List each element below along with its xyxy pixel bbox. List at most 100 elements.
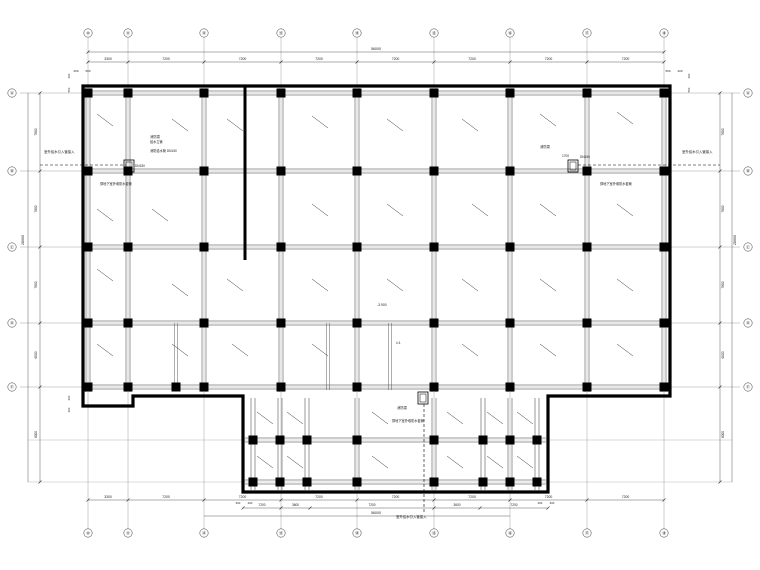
right-axis-label-0-circle (743, 88, 753, 98)
bottom-seg-dim-3: 7200 (315, 495, 323, 499)
wall-note-left: 穿地下室外墙防水套管 (100, 181, 132, 186)
right-axis-label-3-circle (743, 318, 753, 328)
left-seg-dim-1: 7800 (34, 205, 38, 212)
top-axis-label-1-circle (123, 28, 133, 38)
pump-label-right: 消防泵 (540, 144, 551, 149)
column-4-5 (429, 382, 439, 392)
slab-arrow-10 (311, 203, 329, 217)
bottom-seg-tick-6 (508, 498, 512, 502)
slab-arrow-37 (286, 455, 304, 469)
level-mark: -3.900 (377, 303, 387, 307)
dn-left: DN150 (135, 164, 145, 168)
column-0-8 (659, 88, 669, 98)
column-1-8 (659, 166, 669, 176)
left-note: 室外给水引入管接入 (44, 149, 75, 154)
left-seg-tick-3 (38, 321, 42, 325)
bottom-axis-label-0: ⑩ (86, 530, 90, 535)
right-axis-label-1-circle (743, 166, 753, 176)
column-0-7 (582, 88, 592, 98)
column-b-1-6 (505, 477, 515, 487)
bottom-seg-tick-7 (585, 498, 589, 502)
bottom-axis-label-7: ⑰ (585, 529, 589, 535)
top-axis-label-7-circle (582, 28, 592, 38)
column-1-7 (582, 166, 592, 176)
left-small-1: 500 (67, 87, 71, 92)
right-axis-label-2: Ⓒ (746, 243, 750, 249)
top-seg-dim-3: 7200 (315, 57, 323, 61)
top-axis-label-7: ⑰ (585, 29, 589, 35)
columns (83, 88, 669, 487)
right-seg-tick-5 (718, 480, 722, 484)
right-axis-label-4-circle (743, 382, 753, 392)
column-4-0 (83, 382, 93, 392)
slab-arrow-36 (256, 455, 274, 469)
left-seg-tick-5 (38, 480, 42, 484)
slab-arrow-2 (226, 118, 244, 132)
column-4-2 (199, 382, 209, 392)
bottom-inner-dim-4: 7200 (510, 503, 517, 507)
column-b-0-4 (429, 435, 439, 445)
column-3-1 (123, 318, 133, 328)
left-seg-dim-4: 6000 (34, 431, 38, 438)
column-0-2 (199, 88, 209, 98)
bottom-axis-label-4-circle (352, 528, 362, 538)
slab-arrow-26 (311, 343, 329, 357)
slab-arrow-0 (96, 113, 114, 127)
pump-room-right (567, 159, 579, 173)
column-2-1 (123, 242, 133, 252)
slab-arrow-7 (616, 111, 634, 125)
slab-arrow-4 (386, 118, 404, 132)
column-4-7 (582, 382, 592, 392)
bottom-axis-label-0-circle (83, 528, 93, 538)
slab-arrow-28 (539, 343, 557, 357)
left-axis-label-4: Ⓔ (10, 383, 14, 389)
slab-arrow-29 (616, 343, 634, 357)
slab-arrow-1 (171, 118, 189, 132)
column-0-0 (83, 88, 93, 98)
bottom-axis-label-8: ⑱ (662, 529, 666, 535)
slab-arrow-30 (256, 411, 274, 425)
top-overall-tick-r (662, 50, 666, 54)
slab-arrow-39 (446, 455, 464, 469)
column-b-1-2 (302, 477, 312, 487)
column-3-7 (582, 318, 592, 328)
column-b-0-6 (505, 435, 515, 445)
slab-arrow-25 (231, 343, 249, 357)
right-small-0: 200 (687, 73, 691, 78)
dn-right2: 1700 (562, 154, 569, 158)
axis-grid-lines (20, 38, 740, 530)
slab-arrow-18 (311, 278, 329, 292)
column-3-2 (199, 318, 209, 328)
column-b-1-4 (429, 477, 439, 487)
right-axis-label-2-circle (743, 242, 753, 252)
bottom-overall-dim: 56000 (371, 511, 381, 515)
pump-label-left: 消防泵 (150, 134, 161, 139)
top-axis-label-6-circle (505, 28, 515, 38)
top-edge-left: 200 (73, 69, 78, 73)
top-seg-tick-7 (585, 60, 589, 64)
slab-arrow-6 (539, 113, 557, 127)
column-extra-0 (171, 382, 181, 392)
right-seg-dim-2: 7800 (721, 281, 725, 288)
right-small-1: 500 (687, 87, 691, 92)
column-1-6 (505, 166, 515, 176)
column-2-3 (276, 242, 286, 252)
right-axis-label-3: Ⓓ (746, 319, 750, 325)
bottom-seg-dim-2: 7200 (239, 495, 247, 499)
column-b-1-3 (352, 477, 362, 487)
bottom-axis-label-2: ⑫ (202, 529, 206, 535)
bottom-axis-label-2-circle (199, 528, 209, 538)
slab-arrow-19 (386, 278, 404, 292)
column-2-6 (505, 242, 515, 252)
left-seg-dim-2: 7800 (34, 281, 38, 288)
bottom-seg-tick-5 (432, 498, 436, 502)
top-seg-tick-5 (432, 60, 436, 64)
column-b-1-7 (532, 477, 542, 487)
right-axis-label-4: Ⓔ (746, 383, 750, 389)
column-2-5 (429, 242, 439, 252)
riser-left2: 消防给水管 DN150 (150, 148, 177, 153)
right-seg-tick-3 (718, 321, 722, 325)
left-seg-dim-0: 7800 (34, 128, 38, 135)
pump-room-bottom (417, 391, 429, 405)
top-axis-label-5-circle (429, 28, 439, 38)
